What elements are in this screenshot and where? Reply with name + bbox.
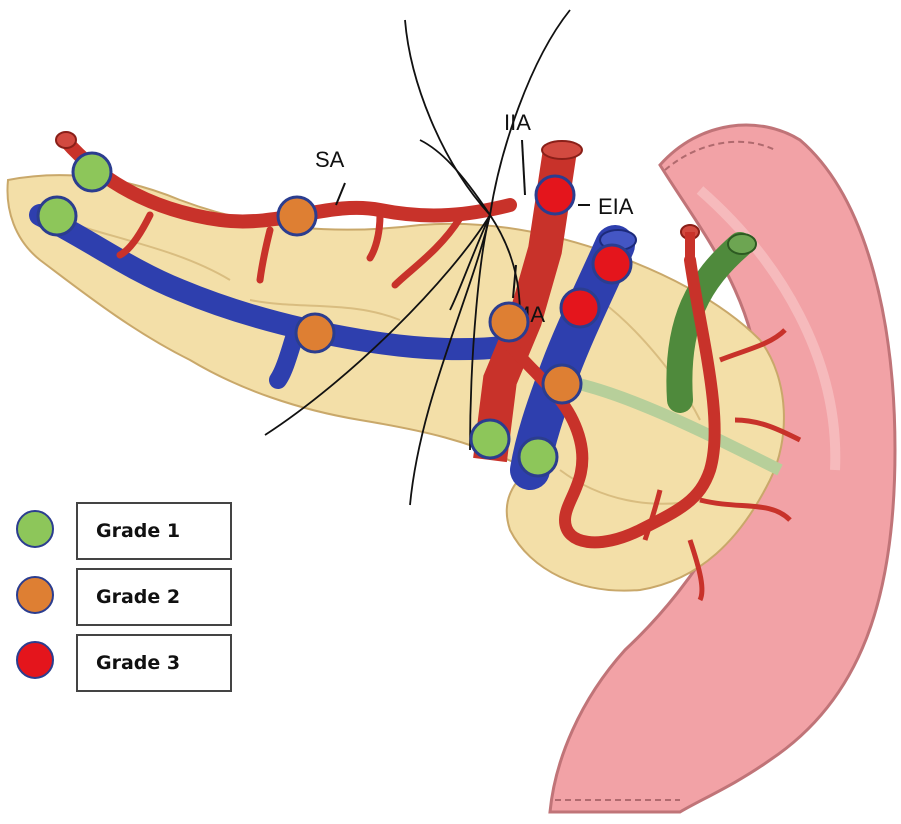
marker-grade3 — [559, 287, 601, 329]
label-eia: EIA — [598, 194, 634, 219]
legend-dot-grade3 — [16, 641, 54, 679]
legend-label: Grade 3 — [96, 652, 181, 674]
marker-grade1 — [36, 195, 78, 237]
marker-grade2 — [294, 312, 336, 354]
legend-dot-grade2 — [16, 576, 54, 614]
marker-grade1 — [517, 436, 559, 478]
surgical-wires — [264, 9, 571, 506]
marker-grade2 — [488, 301, 530, 343]
legend-item-grade3: Grade 3 — [76, 634, 232, 692]
marker-grade1 — [71, 151, 113, 193]
marker-grade1 — [469, 418, 511, 460]
legend-dot-grade1 — [16, 510, 54, 548]
marker-grade2 — [541, 363, 583, 405]
legend-label: Grade 1 — [96, 520, 181, 542]
marker-grade3 — [534, 174, 576, 216]
marker-grade2 — [276, 195, 318, 237]
grade-markers — [36, 151, 633, 478]
legend-item-grade2: Grade 2 — [76, 568, 232, 626]
label-iia: IIA — [504, 110, 531, 135]
legend-item-grade1: Grade 1 — [76, 502, 232, 560]
legend-label: Grade 2 — [96, 586, 181, 608]
marker-grade3 — [591, 243, 633, 285]
gastroduodenal-artery — [504, 254, 721, 549]
splenic-vein — [29, 204, 531, 361]
label-sa: SA — [315, 147, 345, 172]
